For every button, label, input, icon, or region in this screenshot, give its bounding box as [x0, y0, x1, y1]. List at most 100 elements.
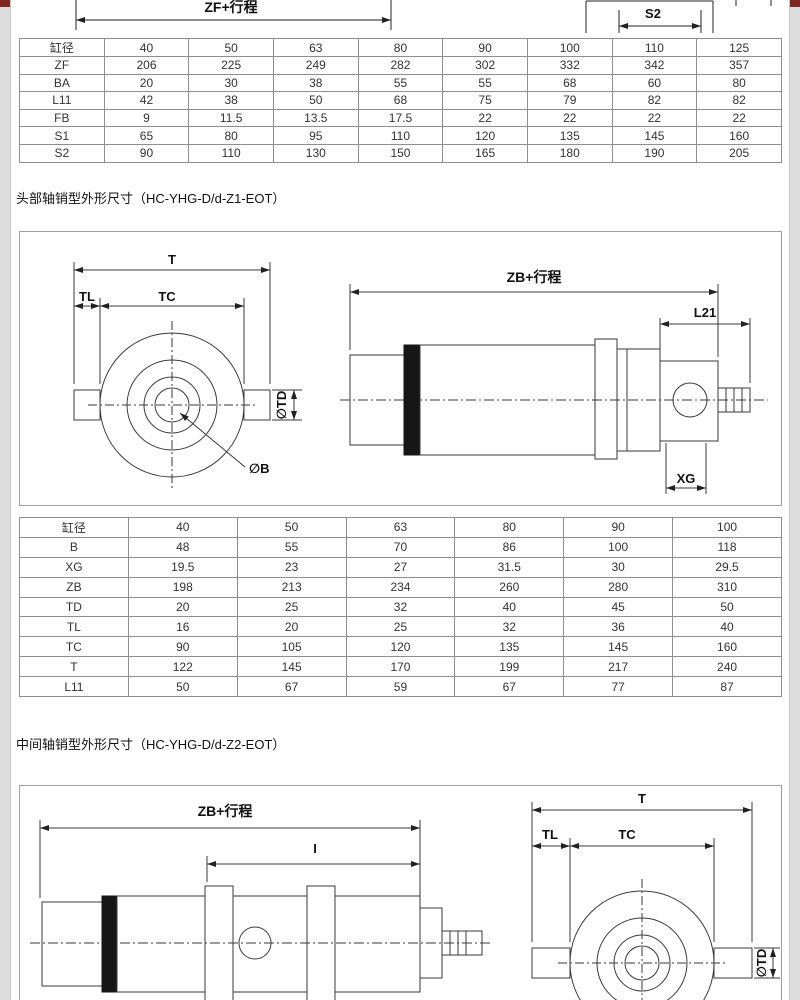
- table-cell: 234: [345, 576, 456, 598]
- dim-label-tc: TC: [158, 289, 176, 304]
- table-cell: 11.5: [188, 108, 274, 128]
- table-cell: S2: [19, 143, 105, 163]
- dim-label-l21: L21: [693, 305, 717, 320]
- table-cell: 20: [103, 73, 190, 93]
- table-cell: 282: [357, 56, 444, 75]
- dim-label-td-2: ∅TD: [754, 948, 769, 978]
- table-cell: 95: [272, 126, 359, 145]
- dim-label-tc-2: TC: [618, 827, 636, 842]
- table-header-cell: 100: [672, 517, 782, 538]
- table-header-cell: 100: [526, 38, 613, 57]
- table-cell: 60: [611, 73, 698, 93]
- table-cell: 105: [236, 636, 347, 658]
- table-cell: S1: [19, 126, 105, 145]
- table-cell: 217: [563, 656, 674, 678]
- dim-label-s2: S2: [645, 6, 661, 21]
- table-cell: 40: [672, 616, 782, 638]
- dim-label-xg: XG: [676, 471, 696, 486]
- table-header-cell: 缸径: [19, 517, 129, 538]
- table-cell: 118: [672, 536, 782, 558]
- table-cell: 50: [672, 596, 782, 618]
- table-cell: 50: [272, 91, 359, 110]
- table-cell: 240: [672, 656, 782, 678]
- table-cell: FB: [19, 108, 105, 128]
- table-cell: 79: [526, 91, 613, 110]
- table-cell: 55: [442, 73, 528, 93]
- table-cell: 77: [563, 676, 674, 698]
- table-cell: 90: [103, 143, 190, 163]
- table-cell: 65: [103, 126, 190, 145]
- table-cell: 357: [696, 56, 782, 75]
- table-cell: 29.5: [672, 556, 782, 578]
- page-corner-accent-right: [790, 0, 800, 7]
- table-cell: 20: [127, 596, 238, 618]
- table-cell: 135: [454, 636, 565, 658]
- table-cell: 13.5: [272, 108, 359, 128]
- table-cell: 40: [454, 596, 565, 618]
- table-cell: L11: [19, 91, 105, 110]
- table-cell: 310: [672, 576, 782, 598]
- table-header-cell: 80: [454, 517, 565, 538]
- table-cell: 55: [236, 536, 347, 558]
- table-cell: 130: [272, 143, 359, 163]
- table-cell: TL: [19, 616, 129, 638]
- table-cell: 16: [127, 616, 238, 638]
- table-cell: 25: [345, 616, 456, 638]
- table-header-cell: 80: [357, 38, 444, 57]
- table-cell: 75: [442, 91, 528, 110]
- table-header-cell: 40: [103, 38, 190, 57]
- table-cell: 67: [454, 676, 565, 698]
- table-cell: 110: [357, 126, 444, 145]
- section-title-mid-trunnion: 中间轴销型外形尺寸（HC-YHG-D/d-Z2-EOT）: [16, 737, 286, 752]
- table-cell: 205: [696, 143, 782, 163]
- table-cell: 100: [563, 536, 674, 558]
- dim-label-t: T: [168, 252, 176, 267]
- table-cell: 302: [442, 56, 528, 75]
- dim-label-tl-2: TL: [542, 827, 558, 842]
- table-cell: 27: [345, 556, 456, 578]
- table-cell: L11: [19, 676, 129, 698]
- dim-label-td: ∅TD: [274, 390, 289, 420]
- table-cell: ZB: [19, 576, 129, 598]
- table-header-cell: 110: [611, 38, 698, 57]
- table-cell: 213: [236, 576, 347, 598]
- table-header-cell: 40: [127, 517, 238, 538]
- diagram-mid-trunnion-type: ZB+行程 I T TL TC ∅TD: [19, 785, 782, 1000]
- table-cell: BA: [19, 73, 105, 93]
- table-cell: 280: [563, 576, 674, 598]
- table-cell: 150: [357, 143, 444, 163]
- table-cell: 30: [188, 73, 274, 93]
- table-header-cell: 90: [563, 517, 674, 538]
- table-cell: 38: [272, 73, 359, 93]
- table-cell: 199: [454, 656, 565, 678]
- table-cell: 332: [526, 56, 613, 75]
- table-header-cell: 63: [272, 38, 359, 57]
- table-cell: 160: [672, 636, 782, 658]
- diagram-head-pin-type: T TL TC ∅TD ∅B ZB+行程 L21 XG: [19, 231, 782, 506]
- table-cell: 38: [188, 91, 274, 110]
- dim-label-b: ∅B: [249, 461, 270, 476]
- table-cell: 30: [563, 556, 674, 578]
- table-cell: 120: [442, 126, 528, 145]
- table-cell: T: [19, 656, 129, 678]
- top-cropped-diagram: ZF+行程 S2: [11, 0, 791, 36]
- table-cell: 120: [345, 636, 456, 658]
- table-cell: B: [19, 536, 129, 558]
- table-cell: 22: [442, 108, 528, 128]
- table-cell: 87: [672, 676, 782, 698]
- table-cell: 80: [188, 126, 274, 145]
- table-cell: 198: [127, 576, 238, 598]
- dim-label-zf-stroke: ZF+行程: [204, 0, 258, 15]
